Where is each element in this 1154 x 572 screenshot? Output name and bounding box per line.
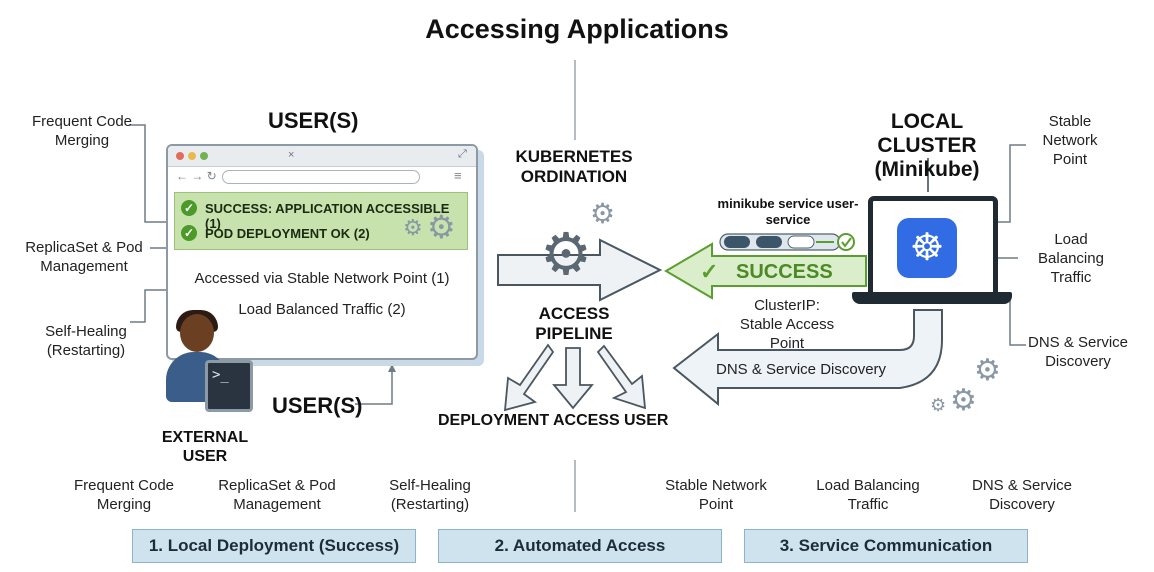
minikube-command: minikube service user-service (717, 196, 859, 227)
cluster-title: LOCAL CLUSTER (Minikube) (874, 110, 980, 181)
user-output-label: USER (624, 412, 669, 429)
bottom-label-load: Load Balancing Traffic (816, 477, 920, 513)
deployment-access-label: DEPLOYMENT ACCESS (438, 412, 620, 429)
status-panel: ✓ SUCCESS: APPLICATION ACCESSIBLE (1) ✓ … (174, 192, 468, 250)
success-check-icon: ✓ (700, 259, 719, 284)
page-title: Accessing Applications (425, 14, 729, 44)
bottom-label-dns: DNS & Service Discovery (971, 477, 1073, 513)
status-success-line: SUCCESS: APPLICATION ACCESSIBLE (1) (205, 201, 450, 231)
browser-titlebar: × ⤢ (168, 146, 476, 167)
tab-close-icon[interactable]: × (288, 149, 295, 161)
minimize-dot-icon[interactable] (188, 152, 196, 160)
gear-icon: ⚙ (974, 354, 1001, 387)
check-icon: ✓ (181, 225, 197, 241)
maximize-dot-icon[interactable] (200, 152, 208, 160)
menu-icon[interactable]: ≡ (454, 168, 462, 183)
browser-line-balanced: Load Balanced Traffic (2) (238, 301, 406, 318)
gear-icon: ⚙ (950, 384, 977, 417)
bottom-label-stable: Stable Network Point (665, 477, 767, 513)
left-label-replicaset: ReplicaSet & Pod Management (25, 239, 143, 275)
success-label: SUCCESS (736, 261, 833, 283)
right-label-dns: DNS & Service Discovery (1027, 334, 1129, 370)
gear-icon: ⚙ (590, 198, 616, 229)
gear-icon: ⚙ (403, 215, 423, 240)
right-label-stable: Stable Network Point (1042, 113, 1098, 168)
status-pod-line: POD DEPLOYMENT OK (2) (205, 226, 370, 241)
laptop-base (852, 292, 1012, 304)
expand-icon[interactable]: ⤢ (458, 148, 467, 160)
access-pipeline-label: ACCESS PIPELINE (535, 304, 613, 343)
left-label-code-merging: Frequent Code Merging (31, 113, 133, 149)
bottom-label-self-healing: Self-Healing (Restarting) (389, 477, 471, 513)
kubernetes-ordination-label: KUBERNETES ORDINATION (515, 147, 633, 186)
browser-line-stable: Accessed via Stable Network Point (1) (194, 270, 450, 287)
users-bottom-label: USER(S) (272, 393, 363, 418)
gear-icon: ⚙ (930, 395, 947, 415)
users-top-label: USER(S) (268, 108, 359, 133)
check-icon: ✓ (181, 200, 197, 216)
external-user-label: EXTERNAL USER (161, 429, 249, 465)
kubernetes-icon: ☸ (897, 218, 957, 278)
close-dot-icon[interactable] (176, 152, 184, 160)
address-bar[interactable] (222, 170, 420, 184)
right-label-load: Load Balancing Traffic (1038, 231, 1104, 286)
browser-window: × ⤢ ← → ↻ ≡ ✓ SUCCESS: APPLICATION ACCES… (166, 144, 478, 360)
tab-service-communication[interactable]: 3. Service Communication (744, 529, 1028, 563)
terminal-icon: >_ (205, 360, 253, 412)
dns-arrow-label: DNS & Service Discovery (716, 361, 887, 378)
bottom-label-code-merging: Frequent Code Merging (73, 477, 175, 513)
left-label-self-healing: Self-Healing (Restarting) (45, 323, 127, 359)
tab-automated-access[interactable]: 2. Automated Access (438, 529, 722, 563)
tab-local-deployment[interactable]: 1. Local Deployment (Success) (132, 529, 416, 563)
user-icon (180, 314, 214, 352)
nav-arrows-icon[interactable]: ← → ↻ (176, 169, 217, 183)
bottom-label-replicaset: ReplicaSet & Pod Management (218, 477, 336, 513)
clusterip-label: ClusterIP: Stable Access Point (739, 297, 835, 352)
gear-icon: ⚙ (427, 209, 456, 245)
gear-icon: ⚙ (540, 222, 592, 287)
